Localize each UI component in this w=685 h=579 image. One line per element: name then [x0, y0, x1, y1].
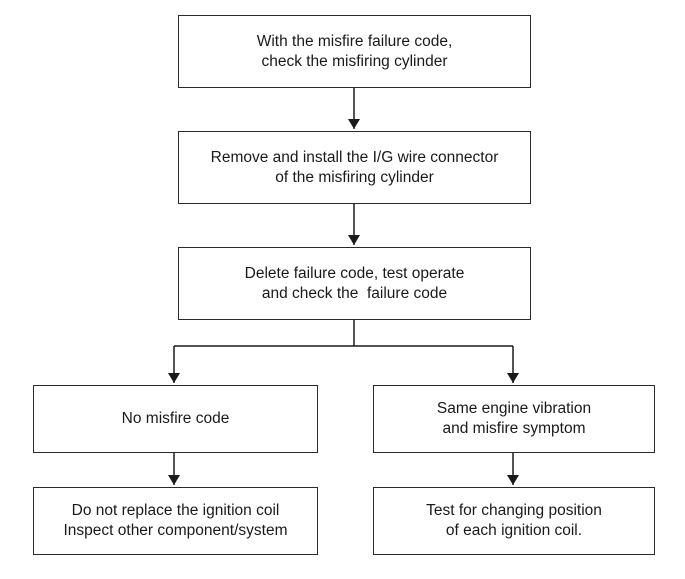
step-delete-line1: Delete failure code, test operate — [244, 264, 465, 282]
result-swap-line2: of each ignition coil. — [445, 522, 583, 539]
step-delete-line2: and check the failure code — [261, 284, 448, 302]
result-swap-line1: Test for changing position — [426, 502, 602, 519]
branch-no-misfire-line1: No misfire code — [121, 410, 230, 427]
step-check-misfiring-cylinder: With the misfire failure code, check the… — [178, 15, 531, 88]
branch-same-symptom: Same engine vibration and misfire sympto… — [373, 385, 655, 453]
step-reinstall-connector: Remove and install the I/G wire connecto… — [178, 131, 531, 204]
step-reinstall-line1: Remove and install the I/G wire connecto… — [210, 148, 499, 166]
branch-no-misfire-code: No misfire code — [33, 385, 318, 453]
step-check-line1: With the misfire failure code, — [256, 32, 453, 50]
result-swap-ignition-coils: Test for changing position of each ignit… — [373, 487, 655, 555]
branch-same-line1: Same engine vibration — [436, 400, 592, 417]
result-inspect-other-system: Do not replace the ignition coil Inspect… — [33, 487, 318, 555]
result-inspect-line1: Do not replace the ignition coil — [71, 502, 280, 519]
step-check-line2: check the misfiring cylinder — [261, 52, 448, 70]
result-inspect-line2: Inspect other component/system — [63, 522, 288, 539]
step-delete-failure-code: Delete failure code, test operate and ch… — [178, 247, 531, 320]
step-reinstall-line2: of the misfiring cylinder — [275, 168, 434, 186]
branch-same-line2: and misfire symptom — [442, 420, 586, 437]
